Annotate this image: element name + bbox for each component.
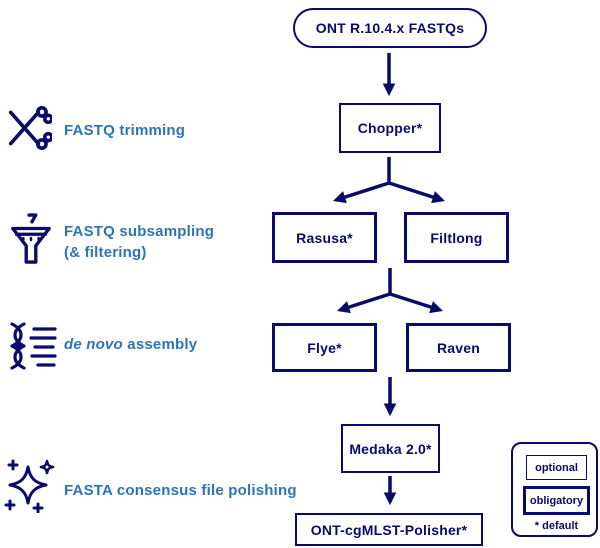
stage-label-polishing-text: FASTA consensus file polishing: [64, 482, 297, 499]
node-chopper: Chopper*: [339, 103, 441, 153]
node-rasusa: Rasusa*: [272, 212, 377, 263]
stage-label-assembly: de novo assembly: [64, 334, 197, 355]
legend-optional-box: optional: [526, 455, 587, 480]
legend: optional obligatory * default: [511, 442, 598, 537]
stage-label-trimming-text: FASTQ trimming: [64, 122, 186, 139]
node-flye: Flye*: [272, 323, 377, 372]
dna-speed-icon: [10, 322, 57, 370]
stage-label-assembly-rest: assembly: [122, 336, 198, 353]
node-raven: Raven: [406, 323, 511, 372]
stage-label-assembly-italic: de novo: [64, 336, 123, 353]
node-ont-cgmlst-polisher: ONT-cgMLST-Polisher*: [295, 513, 483, 546]
legend-default-note: * default: [534, 520, 579, 532]
funnel-icon: [11, 213, 51, 264]
node-medaka: Medaka 2.0*: [341, 424, 440, 473]
stage-label-subsampling-line2: (& filtering): [64, 244, 147, 261]
node-input-fastqs: ONT R.10.4.x FASTQs: [293, 8, 487, 48]
sparkles-icon: [4, 459, 55, 513]
stage-label-trimming: FASTQ trimming: [64, 120, 185, 141]
stage-label-subsampling: FASTQ subsampling (& filtering): [64, 221, 214, 263]
stage-label-polishing: FASTA consensus file polishing: [64, 480, 297, 501]
legend-obligatory-box: obligatory: [523, 486, 590, 515]
stage-label-subsampling-line1: FASTQ subsampling: [64, 223, 215, 240]
node-filtlong: Filtlong: [404, 212, 509, 263]
scissors-icon: [8, 106, 52, 150]
